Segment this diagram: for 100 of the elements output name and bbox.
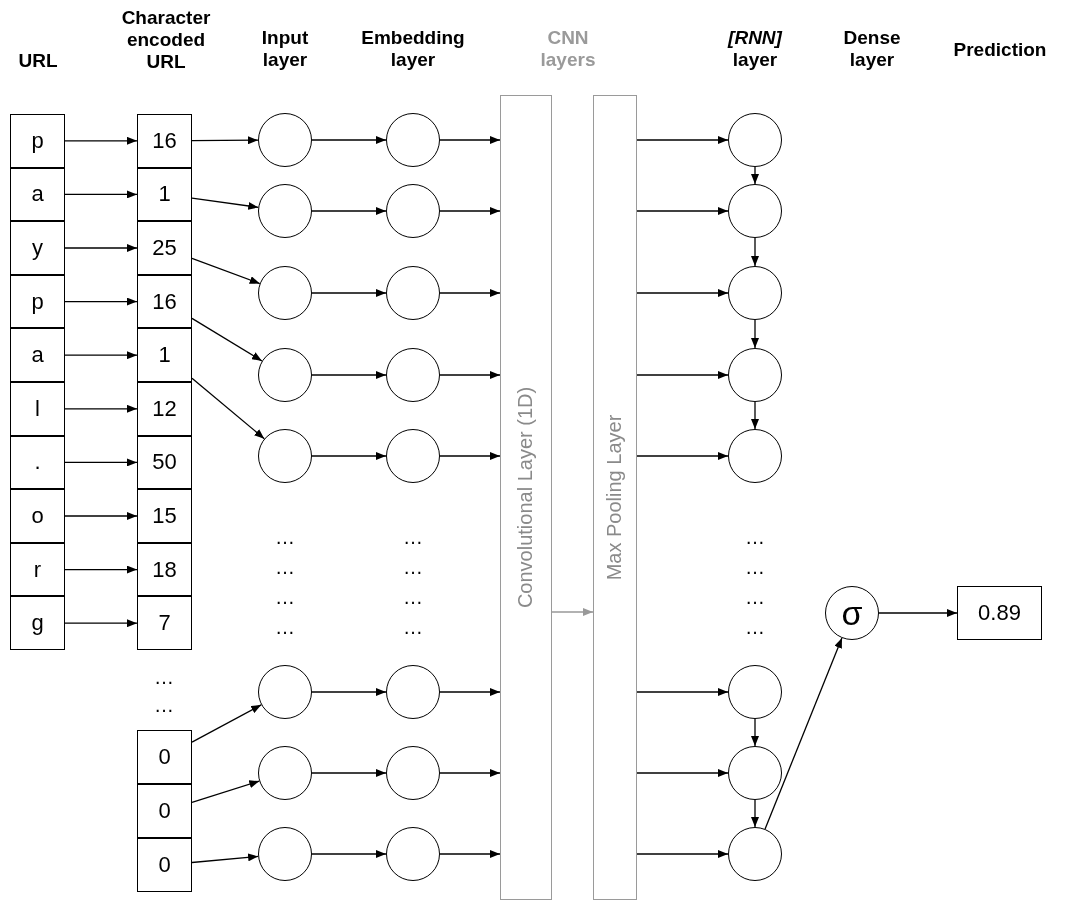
cell-value: 25 — [152, 237, 177, 259]
cell-value: a — [31, 183, 44, 206]
arrow — [751, 401, 759, 430]
column-heading: Character encoded URL — [120, 7, 212, 73]
arrow — [191, 257, 261, 285]
ellipsis-text: … — [745, 527, 765, 547]
arrow — [64, 136, 138, 145]
arrow — [64, 619, 138, 628]
cell-value: y — [32, 237, 43, 259]
cell-value: o — [31, 505, 44, 527]
arrow — [191, 136, 259, 145]
arrow — [751, 799, 759, 828]
cell-value: l — [35, 397, 40, 420]
cell-box — [957, 586, 1042, 640]
sigma-symbol: σ — [841, 596, 863, 630]
arrow — [439, 371, 501, 379]
cell-value: 7 — [158, 612, 171, 635]
cell-box — [10, 542, 65, 597]
arrow — [636, 850, 729, 858]
arrow — [191, 377, 265, 440]
arrow — [311, 850, 387, 858]
arrow — [751, 718, 759, 747]
ellipsis-text: … — [275, 587, 295, 607]
cell-box — [137, 167, 192, 222]
arrow — [878, 609, 958, 617]
cell-box — [137, 435, 192, 490]
arrow — [64, 458, 138, 467]
cell-value: 0.89 — [978, 602, 1021, 624]
cell-value: 12 — [152, 397, 177, 420]
arrow — [439, 207, 501, 215]
ellipsis-text: … — [403, 527, 423, 547]
arrow — [751, 166, 759, 185]
arrow — [64, 404, 138, 413]
cell-box — [137, 382, 192, 436]
arrow — [439, 136, 501, 144]
arrow — [636, 371, 729, 379]
ellipsis-text: … — [403, 617, 423, 637]
arrow — [751, 237, 759, 267]
column-heading: Dense layer — [842, 27, 902, 71]
cell-value: 18 — [152, 558, 177, 581]
cell-value: 0 — [158, 854, 171, 876]
ellipsis-text: … — [154, 695, 174, 715]
cell-box — [137, 274, 192, 329]
cell-box — [137, 784, 192, 838]
column-heading: Input layer — [260, 27, 310, 71]
arrow — [439, 452, 501, 460]
cell-value: 16 — [152, 290, 177, 313]
arrow — [191, 704, 262, 743]
arrow — [191, 780, 260, 803]
column-heading: URL — [17, 50, 59, 72]
arrow — [439, 688, 501, 696]
arrow — [751, 319, 759, 349]
cell-value: 15 — [152, 505, 177, 527]
ellipsis-text: … — [403, 557, 423, 577]
arrow — [191, 317, 263, 362]
cell-box — [137, 730, 192, 784]
cell-value: p — [31, 290, 44, 313]
arrow — [311, 452, 387, 460]
cell-box — [137, 328, 192, 382]
cell-value: p — [31, 129, 44, 152]
cell-box — [137, 114, 192, 168]
arrow — [551, 608, 594, 616]
ellipsis-text: … — [154, 667, 174, 687]
ellipsis-text: … — [275, 557, 295, 577]
ellipsis-text: … — [275, 617, 295, 637]
cell-box — [10, 114, 65, 168]
arrow — [636, 207, 729, 215]
arrow — [64, 565, 138, 574]
arrow — [191, 853, 259, 864]
column-heading: Embedding layer — [360, 27, 466, 71]
arrow — [64, 512, 138, 520]
cell-value: 0 — [158, 746, 171, 768]
column-heading: CNN layers — [539, 27, 597, 71]
column-heading: Prediction — [952, 39, 1048, 61]
arrow — [764, 637, 843, 830]
cell-value: 50 — [152, 451, 177, 474]
cell-value: 1 — [158, 183, 171, 206]
ellipsis-text: … — [275, 527, 295, 547]
cell-box — [10, 274, 65, 329]
arrow — [636, 136, 729, 144]
arrow — [64, 351, 138, 360]
cell-value: 1 — [158, 344, 171, 367]
cell-value: g — [31, 612, 44, 635]
layer-bar — [500, 95, 552, 900]
arrow — [191, 197, 259, 210]
arrow — [439, 850, 501, 858]
cell-box — [137, 596, 192, 650]
cell-box — [10, 221, 65, 275]
cell-value: a — [31, 344, 44, 367]
cell-box — [137, 221, 192, 275]
cell-box — [10, 167, 65, 222]
arrow — [311, 769, 387, 777]
cell-box — [137, 838, 192, 892]
arrow — [64, 297, 138, 306]
cell-box — [10, 596, 65, 650]
cell-box — [137, 542, 192, 597]
arrow — [636, 769, 729, 777]
cell-value: 0 — [158, 800, 171, 822]
cell-value: . — [34, 451, 41, 474]
arrow — [311, 688, 387, 696]
